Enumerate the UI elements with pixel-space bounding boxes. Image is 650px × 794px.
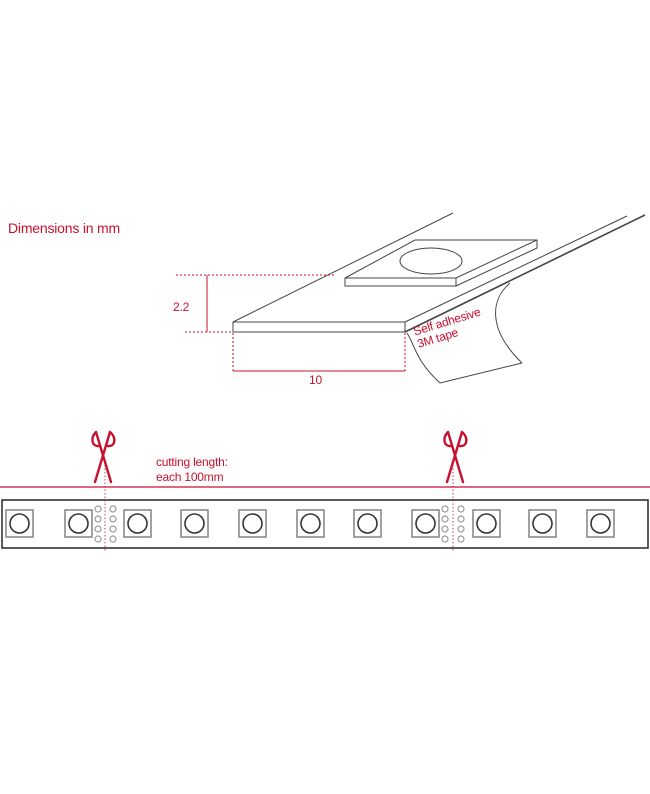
cut-position-lines xyxy=(104,465,454,552)
solder-pad xyxy=(109,535,117,543)
solder-pad xyxy=(457,525,465,533)
solder-pad xyxy=(457,515,465,523)
led-chip xyxy=(472,509,501,538)
cutting-label-line2: each 100mm xyxy=(156,470,224,484)
dimension-lines xyxy=(176,274,406,372)
solder-pad xyxy=(109,525,117,533)
led-chip xyxy=(64,509,93,538)
scissors-icon[interactable] xyxy=(443,430,468,484)
led-chip xyxy=(528,509,557,538)
led-chip xyxy=(123,509,152,538)
led-chip xyxy=(411,509,440,538)
solder-pad xyxy=(441,505,449,513)
strip-profile-3d xyxy=(232,212,646,384)
solder-pad xyxy=(94,525,102,533)
led-chip-3d xyxy=(344,239,538,287)
connector-pads xyxy=(94,505,465,543)
diagram-title: Dimensions in mm xyxy=(8,220,120,236)
width-dimension-label: 10 xyxy=(309,373,322,387)
solder-pad xyxy=(109,515,117,523)
solder-pad xyxy=(94,535,102,543)
solder-pad xyxy=(94,515,102,523)
solder-pad xyxy=(441,535,449,543)
led-chip xyxy=(180,509,209,538)
led-chips xyxy=(5,509,615,538)
led-chip xyxy=(238,509,267,538)
led-chip xyxy=(296,509,325,538)
height-dimension-label: 2.2 xyxy=(173,300,190,314)
solder-pad xyxy=(457,505,465,513)
adhesive-tape xyxy=(406,282,523,384)
cutting-label-line1: cutting length: xyxy=(156,455,228,469)
solder-pad xyxy=(94,505,102,513)
solder-pad xyxy=(109,505,117,513)
led-strip xyxy=(1,499,649,549)
led-chip xyxy=(5,509,34,538)
scissors-icon[interactable] xyxy=(91,430,116,484)
solder-pad xyxy=(457,535,465,543)
solder-pad xyxy=(441,525,449,533)
led-chip xyxy=(586,509,615,538)
led-chip xyxy=(353,509,382,538)
solder-pad xyxy=(441,515,449,523)
cutting-length-label: cutting length: each 100mm xyxy=(156,455,228,485)
